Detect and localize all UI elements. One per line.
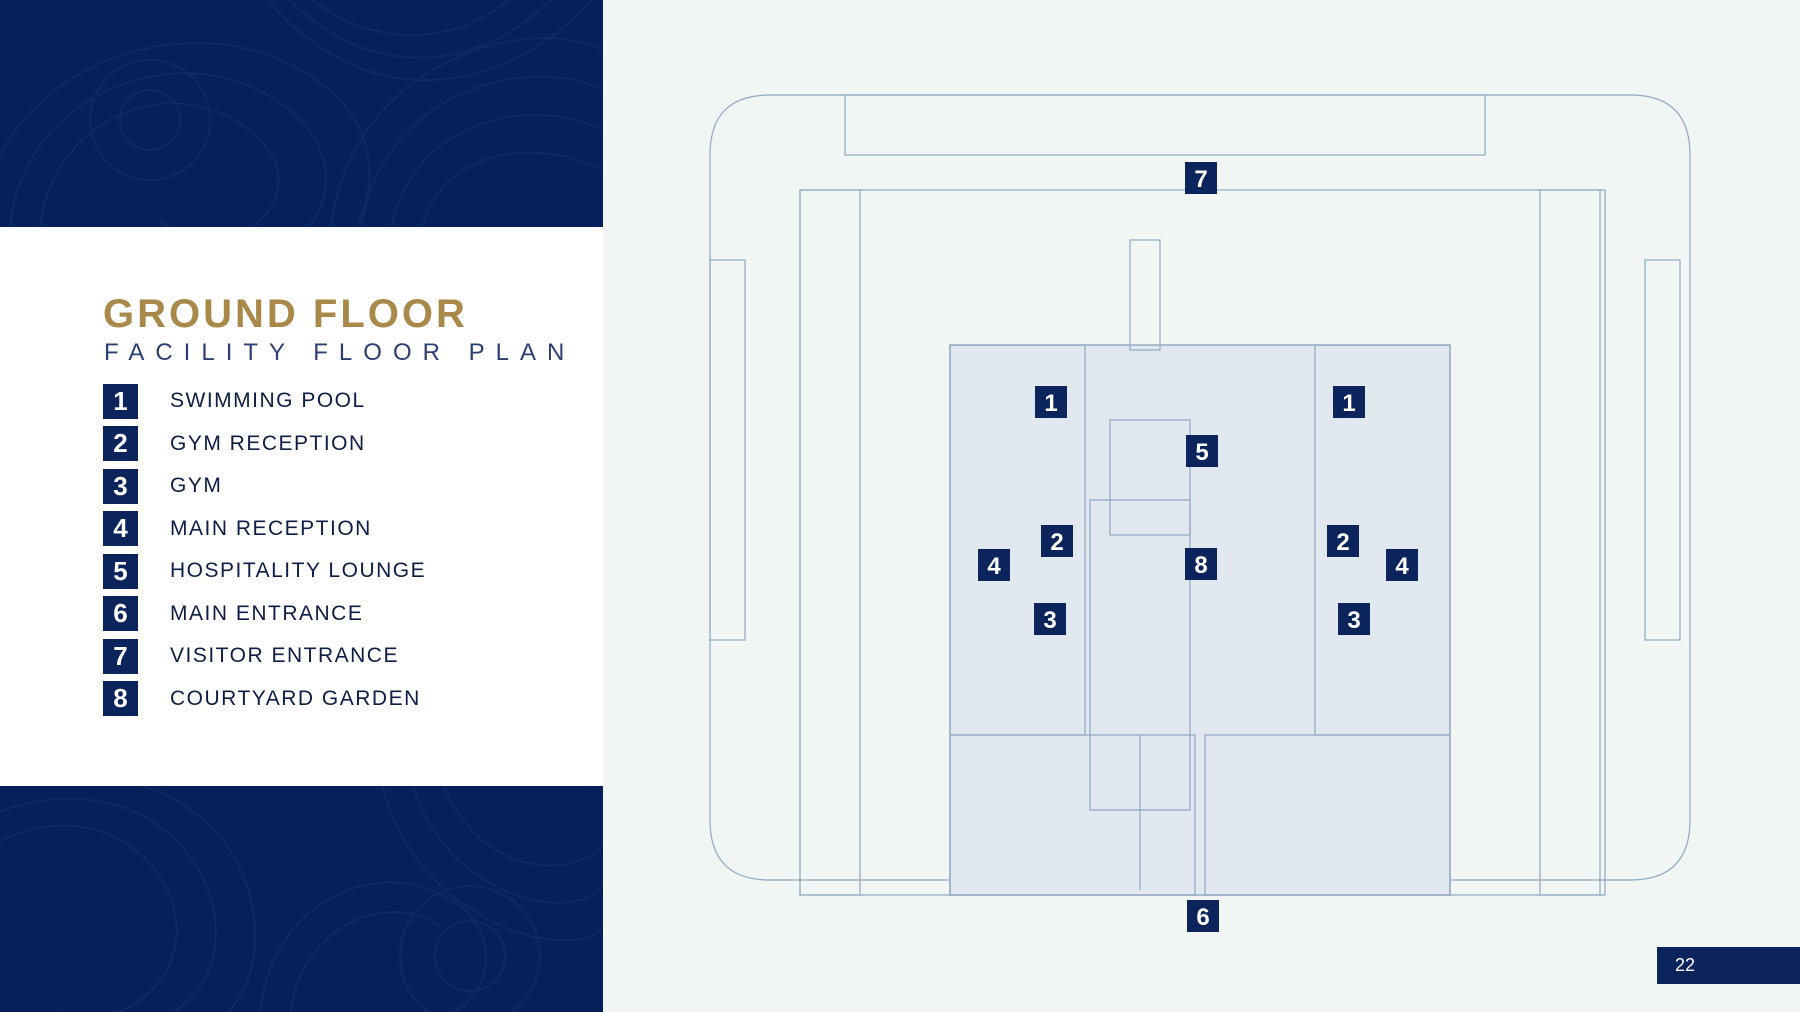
marker-main-reception-left: 4 <box>978 549 1010 581</box>
facility-legend: 1 SWIMMING POOL 2 GYM RECEPTION 3 GYM 4 … <box>103 380 426 720</box>
legend-item-hospitality-lounge: 5 HOSPITALITY LOUNGE <box>103 550 426 593</box>
legend-item-courtyard-garden: 8 COURTYARD GARDEN <box>103 678 426 721</box>
marker-gym-right: 3 <box>1338 603 1370 635</box>
marker-main-entrance: 6 <box>1187 900 1219 932</box>
legend-number-badge: 5 <box>103 553 138 589</box>
legend-label: MAIN ENTRANCE <box>170 601 364 625</box>
svg-text:6: 6 <box>1196 904 1209 931</box>
svg-text:1: 1 <box>1342 390 1355 417</box>
marker-hospitality-lounge: 5 <box>1186 435 1218 467</box>
svg-text:8: 8 <box>1194 552 1207 579</box>
legend-number-badge: 1 <box>103 383 138 419</box>
legend-number-badge: 6 <box>103 596 138 632</box>
legend-number-badge: 2 <box>103 426 138 462</box>
legend-label: COURTYARD GARDEN <box>170 686 421 710</box>
legend-item-swimming-pool: 1 SWIMMING POOL <box>103 380 426 423</box>
decorative-pattern-top <box>0 0 603 227</box>
marker-main-reception-right: 4 <box>1386 549 1418 581</box>
svg-text:4: 4 <box>987 553 1001 580</box>
page-title: GROUND FLOOR <box>103 292 468 336</box>
marker-gym-reception-left: 2 <box>1041 525 1073 557</box>
legend-panel: GROUND FLOOR FACILITY FLOOR PLAN 1 SWIMM… <box>0 0 603 1012</box>
page-number: 22 <box>1657 947 1800 984</box>
legend-number-badge: 8 <box>103 681 138 717</box>
legend-number-badge: 7 <box>103 638 138 674</box>
svg-text:4: 4 <box>1395 553 1409 580</box>
marker-swimming-pool-right: 1 <box>1333 386 1365 418</box>
svg-text:7: 7 <box>1194 166 1207 193</box>
plan-markers: 1 1 2 2 3 3 4 4 5 6 7 8 <box>978 162 1418 932</box>
svg-text:5: 5 <box>1195 439 1208 466</box>
legend-number-badge: 4 <box>103 511 138 547</box>
legend-item-gym: 3 GYM <box>103 465 426 508</box>
svg-text:2: 2 <box>1050 529 1063 556</box>
svg-text:3: 3 <box>1043 607 1056 634</box>
svg-text:2: 2 <box>1336 529 1349 556</box>
legend-label: GYM <box>170 474 223 498</box>
marker-visitor-entrance: 7 <box>1185 162 1217 194</box>
legend-label: GYM RECEPTION <box>170 431 366 455</box>
decorative-pattern-bottom <box>0 786 603 1012</box>
svg-text:1: 1 <box>1044 390 1057 417</box>
legend-label: SWIMMING POOL <box>170 389 366 413</box>
legend-item-main-reception: 4 MAIN RECEPTION <box>103 508 426 551</box>
plan-linework <box>709 94 1691 896</box>
marker-swimming-pool-left: 1 <box>1035 386 1067 418</box>
legend-label: MAIN RECEPTION <box>170 516 372 540</box>
legend-item-visitor-entrance: 7 VISITOR ENTRANCE <box>103 635 426 678</box>
page-subtitle: FACILITY FLOOR PLAN <box>104 339 576 366</box>
legend-label: VISITOR ENTRANCE <box>170 644 399 668</box>
marker-courtyard-garden: 8 <box>1185 548 1217 580</box>
floor-plan-diagram: 1 1 2 2 3 3 4 4 5 6 7 8 <box>709 94 1691 932</box>
marker-gym-left: 3 <box>1034 603 1066 635</box>
legend-item-gym-reception: 2 GYM RECEPTION <box>103 423 426 466</box>
legend-item-main-entrance: 6 MAIN ENTRANCE <box>103 593 426 636</box>
legend-number-badge: 3 <box>103 468 138 504</box>
marker-gym-reception-right: 2 <box>1327 525 1359 557</box>
legend-label: HOSPITALITY LOUNGE <box>170 559 427 583</box>
svg-text:3: 3 <box>1347 607 1360 634</box>
